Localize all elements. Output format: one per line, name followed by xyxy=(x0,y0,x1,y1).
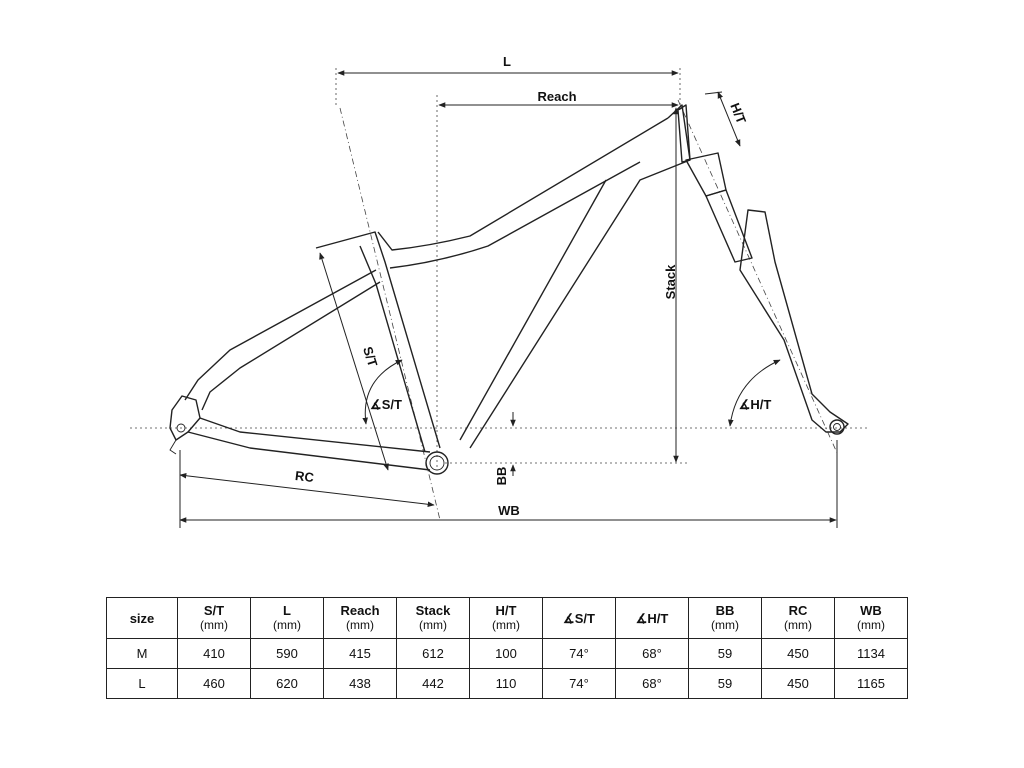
col-stack-header: Stack(mm) xyxy=(396,597,470,639)
col-st-header: S/T(mm) xyxy=(177,597,251,639)
label-ht-angle: ∡H/T xyxy=(739,397,772,412)
table-cell: 59 xyxy=(688,668,762,699)
table-row: L 460 620 438 442 110 74° 68° 59 450 116… xyxy=(106,668,908,699)
table-cell: 590 xyxy=(250,638,324,669)
label-wb: WB xyxy=(498,503,520,518)
table-cell: 74° xyxy=(542,638,616,669)
table-cell: 450 xyxy=(761,638,835,669)
label-reach: Reach xyxy=(537,89,576,104)
col-l-header: L(mm) xyxy=(250,597,324,639)
geometry-table-container: size S/T(mm) L(mm) Reach(mm) Stack(mm) H… xyxy=(106,597,908,699)
label-st: S/T xyxy=(360,345,381,369)
table-cell: 620 xyxy=(250,668,324,699)
label-ht: H/T xyxy=(727,101,749,126)
bike-geometry-diagram: L Reach H/T Stack S/T ∡S/T ∡H/T RC BB WB xyxy=(130,54,870,528)
col-rc-header: RC(mm) xyxy=(761,597,835,639)
col-ht-header: H/T(mm) xyxy=(469,597,543,639)
table-cell: 59 xyxy=(688,638,762,669)
table-cell: 1134 xyxy=(834,638,908,669)
table-cell: 68° xyxy=(615,668,689,699)
label-stack: Stack xyxy=(663,264,678,299)
guide-lines xyxy=(130,68,870,521)
col-bb-header: BB(mm) xyxy=(688,597,762,639)
col-st-angle-header: ∡S/T xyxy=(542,597,616,639)
col-wb-header: WB(mm) xyxy=(834,597,908,639)
table-row: M 410 590 415 612 100 74° 68° 59 450 113… xyxy=(106,638,908,669)
table-cell: 442 xyxy=(396,668,470,699)
table-header-row: size S/T(mm) L(mm) Reach(mm) Stack(mm) H… xyxy=(106,597,908,639)
table-cell: 68° xyxy=(615,638,689,669)
geometry-table: size S/T(mm) L(mm) Reach(mm) Stack(mm) H… xyxy=(106,597,908,699)
table-cell: 438 xyxy=(323,668,397,699)
table-cell: 410 xyxy=(177,638,251,669)
table-cell: 110 xyxy=(469,668,543,699)
bike-frame xyxy=(169,104,849,475)
table-cell: 450 xyxy=(761,668,835,699)
table-cell: 415 xyxy=(323,638,397,669)
table-cell: L xyxy=(106,668,178,699)
table-cell: 460 xyxy=(177,668,251,699)
label-st-angle: ∡S/T xyxy=(370,397,402,412)
table-cell: 74° xyxy=(542,668,616,699)
label-rc: RC xyxy=(294,468,315,485)
col-ht-angle-header: ∡H/T xyxy=(615,597,689,639)
label-bb: BB xyxy=(494,467,509,486)
table-cell: 1165 xyxy=(834,668,908,699)
col-size-header: size xyxy=(106,597,178,639)
label-l: L xyxy=(503,54,511,69)
dimension-lines xyxy=(179,70,838,528)
col-reach-header: Reach(mm) xyxy=(323,597,397,639)
table-cell: M xyxy=(106,638,178,669)
table-cell: 100 xyxy=(469,638,543,669)
table-cell: 612 xyxy=(396,638,470,669)
